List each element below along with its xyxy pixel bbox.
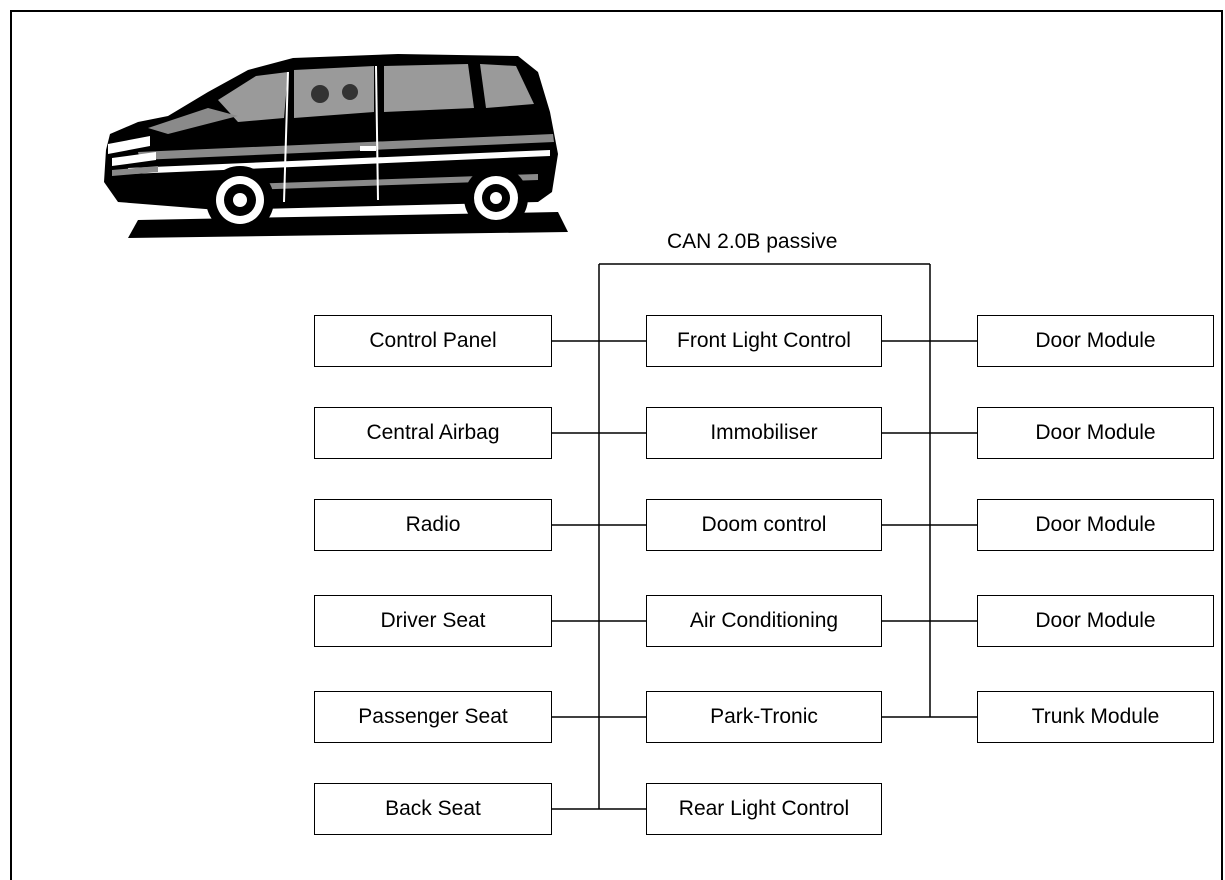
node-rear-light-control: Rear Light Control: [646, 783, 882, 835]
node-door-module-1: Door Module: [977, 315, 1214, 367]
diagram-frame: [10, 10, 1223, 880]
node-door-module-4: Door Module: [977, 595, 1214, 647]
node-trunk-module: Trunk Module: [977, 691, 1214, 743]
node-driver-seat: Driver Seat: [314, 595, 552, 647]
node-front-light-control: Front Light Control: [646, 315, 882, 367]
node-air-conditioning: Air Conditioning: [646, 595, 882, 647]
node-immobiliser: Immobiliser: [646, 407, 882, 459]
minivan-icon: [104, 54, 568, 238]
node-door-module-3: Door Module: [977, 499, 1214, 551]
node-radio: Radio: [314, 499, 552, 551]
node-park-tronic: Park-Tronic: [646, 691, 882, 743]
node-back-seat: Back Seat: [314, 783, 552, 835]
node-central-airbag: Central Airbag: [314, 407, 552, 459]
node-door-module-2: Door Module: [977, 407, 1214, 459]
bus-label: CAN 2.0B passive: [667, 230, 838, 253]
node-passenger-seat: Passenger Seat: [314, 691, 552, 743]
node-control-panel: Control Panel: [314, 315, 552, 367]
node-doom-control: Doom control: [646, 499, 882, 551]
